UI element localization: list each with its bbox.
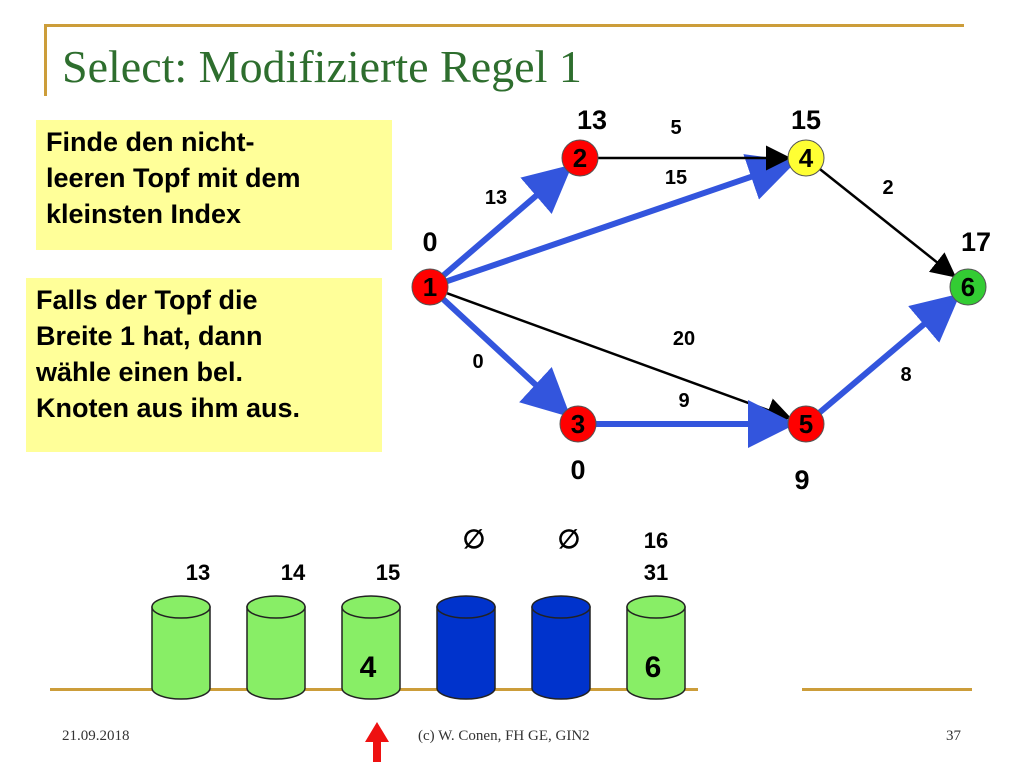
node-label: 6 (961, 272, 975, 302)
node-label: 4 (799, 143, 814, 173)
graph-node-6: 6 (949, 268, 987, 306)
node-label: 1 (423, 272, 437, 302)
graph-node-3: 3 (559, 405, 597, 443)
edge-weight-label: 20 (673, 328, 695, 350)
empty-set-symbol: ∅ (558, 524, 581, 554)
graph-node-2: 2 (561, 139, 599, 177)
selection-arrow-icon (365, 722, 389, 762)
bucket-content: 4 (360, 651, 377, 684)
rule-note-2-line: Breite 1 hat, dann (36, 321, 263, 351)
graph-node-5: 5 (787, 405, 825, 443)
footer-author: (c) W. Conen, FH GE, GIN2 (418, 728, 590, 744)
footer-date: 21.09.2018 (62, 728, 130, 744)
node-distance-label: 17 (961, 227, 991, 257)
edge-1-2 (441, 164, 573, 278)
rule-note-1-line: leeren Topf mit dem (46, 163, 301, 193)
edge-weight-label: 9 (678, 390, 689, 412)
bucket-range-label: 13 (186, 560, 210, 585)
rule-note-2-line: wähle einen bel. (36, 357, 244, 387)
edge-weight-label: 8 (900, 364, 911, 386)
node-distance-label: 9 (794, 465, 809, 495)
slide-title: Select: Modifizierte Regel 1 (62, 41, 582, 92)
rule-note-1-line: Finde den nicht- (46, 127, 255, 157)
rule-note-2-line: Falls der Topf die (36, 285, 258, 315)
bucket-5: 6 (626, 595, 686, 700)
bucket-range-label: 15 (376, 560, 400, 585)
deco-line-top (44, 24, 964, 27)
empty-set-symbol: ∅ (463, 524, 486, 554)
edge-weight-label: 13 (485, 187, 507, 209)
bucket-0 (151, 595, 211, 700)
rule-note-2: Falls der Topf die Breite 1 hat, dann wä… (26, 278, 382, 452)
bucket-2: 4 (341, 595, 401, 700)
edge-4-6 (819, 168, 957, 278)
bucket-content: 6 (645, 651, 662, 684)
node-distance-label: 15 (791, 105, 821, 135)
bucket-range-label: 31 (644, 560, 668, 585)
graph-node-4: 4 (787, 139, 825, 177)
node-distance-label: 13 (577, 105, 607, 135)
node-label: 2 (573, 143, 587, 173)
rule-note-2-line: Knoten aus ihm aus. (36, 393, 301, 423)
node-label: 3 (571, 409, 585, 439)
edge-1-5 (446, 291, 792, 423)
edge-weight-label: 5 (670, 117, 681, 139)
bucket-4 (531, 595, 591, 700)
bucket-3 (436, 595, 496, 700)
node-distance-label: 0 (570, 455, 585, 485)
rule-note-1-line: kleinsten Index (46, 199, 242, 229)
deco-line-bottom-right (802, 688, 972, 691)
bucket-range-top: 16 (644, 528, 668, 553)
edge-1-4 (446, 154, 797, 284)
bucket-1 (246, 595, 306, 700)
bucket-range-label: 14 (281, 560, 306, 585)
graph-node-1: 1 (411, 268, 449, 306)
edge-weight-label: 2 (882, 177, 893, 199)
edge-1-3 (441, 297, 571, 418)
edge-5-6 (817, 293, 961, 415)
rule-note-1: Finde den nicht- leeren Topf mit dem kle… (36, 120, 392, 250)
node-distance-label: 0 (422, 227, 437, 257)
edge-weight-label: 15 (665, 167, 687, 189)
footer-page-number: 37 (946, 728, 961, 744)
deco-line-left (44, 24, 47, 96)
edge-weight-label: 0 (472, 351, 483, 373)
node-label: 5 (799, 409, 813, 439)
